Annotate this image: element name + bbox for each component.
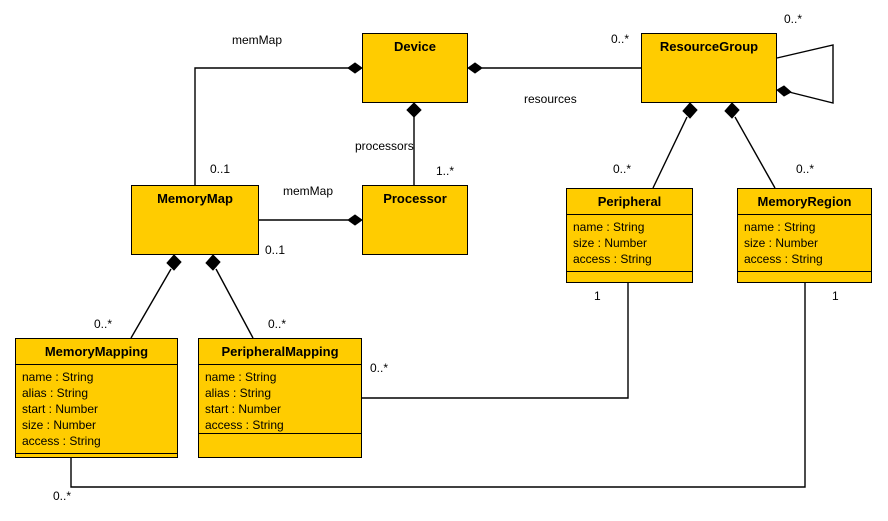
composition-diamond-icon xyxy=(682,102,698,119)
class-title-resourcegroup: ResourceGroup xyxy=(659,39,759,54)
class-box-peripheralmapping[interactable]: PeripheralMapping name : String alias : … xyxy=(198,338,362,458)
composition-diamond-icon xyxy=(205,254,221,271)
attribute-row: name : String xyxy=(573,220,645,234)
edge-label-memorymapping-map-mult: 0..* xyxy=(94,317,113,331)
class-attributes-memoryregion: name : String size : Number access : Str… xyxy=(738,215,871,272)
composition-diamond-icon xyxy=(406,102,422,118)
edge-device-processor xyxy=(406,102,422,185)
class-box-memorymap[interactable]: MemoryMap xyxy=(131,185,259,255)
edge-label-memmap-processor: memMap xyxy=(283,184,334,198)
class-box-memorymapping[interactable]: MemoryMapping name : String alias : Stri… xyxy=(15,338,178,458)
attribute-row: size : Number xyxy=(744,236,819,250)
class-title-memorymap: MemoryMap xyxy=(157,191,233,206)
class-operations-peripheral xyxy=(567,272,692,289)
attribute-row: access : String xyxy=(205,418,284,432)
attribute-row: access : String xyxy=(744,252,823,266)
edge-resourcegroup-self xyxy=(776,44,834,104)
edge-label-peripheral-mapping-mult: 1 xyxy=(594,289,601,303)
class-box-device[interactable]: Device xyxy=(362,33,468,103)
attribute-row: access : String xyxy=(573,252,652,266)
class-title-peripheralmapping: PeripheralMapping xyxy=(199,339,361,365)
attribute-row: access : String xyxy=(22,434,101,448)
edge-device-resourcegroup xyxy=(467,62,641,74)
attribute-row: start : Number xyxy=(205,402,282,416)
edge-label-memoryregion-mapping-mult: 1 xyxy=(832,289,839,303)
attribute-row: alias : String xyxy=(22,386,89,400)
composition-diamond-icon xyxy=(776,85,792,97)
edge-label-processors-mult: 1..* xyxy=(436,164,455,178)
composition-diamond-icon xyxy=(166,254,182,271)
edge-label-memmap-device: memMap xyxy=(232,33,283,47)
class-title-memorymapping: MemoryMapping xyxy=(16,339,177,365)
class-attributes-memorymapping: name : String alias : String start : Num… xyxy=(16,365,177,454)
edge-memorymap-peripheralmapping xyxy=(205,254,254,339)
edge-memorymap-processor xyxy=(259,214,363,226)
edge-label-resources-mult: 0..* xyxy=(611,32,630,46)
composition-diamond-icon xyxy=(347,214,363,226)
class-title-device: Device xyxy=(394,39,436,54)
edge-memorymap-memorymapping xyxy=(130,254,182,339)
class-operations-memoryregion xyxy=(738,272,871,289)
composition-diamond-icon xyxy=(347,62,363,74)
edge-device-memorymap xyxy=(194,62,363,185)
attribute-row: start : Number xyxy=(22,402,99,416)
class-operations-memorymapping xyxy=(16,454,177,472)
composition-diamond-icon xyxy=(467,62,483,74)
attribute-row: size : Number xyxy=(22,418,97,432)
class-attributes-peripheralmapping: name : String alias : String start : Num… xyxy=(199,365,361,434)
edge-label-memmap-processor-mult: 0..1 xyxy=(265,243,286,257)
edge-resourcegroup-memoryregion xyxy=(724,102,776,189)
edge-label-peripheral-group-mult: 0..* xyxy=(613,162,632,176)
attribute-row: alias : String xyxy=(205,386,272,400)
attribute-row: name : String xyxy=(22,370,94,384)
attribute-row: name : String xyxy=(744,220,816,234)
class-title-memoryregion: MemoryRegion xyxy=(738,189,871,215)
class-box-memoryregion[interactable]: MemoryRegion name : String size : Number… xyxy=(737,188,872,283)
composition-diamond-icon xyxy=(724,102,740,119)
edge-resourcegroup-peripheral xyxy=(652,102,698,189)
edge-label-resources-role: resources xyxy=(524,92,577,106)
class-title-peripheral: Peripheral xyxy=(567,189,692,215)
class-attributes-peripheral: name : String size : Number access : Str… xyxy=(567,215,692,272)
attribute-row: name : String xyxy=(205,370,277,384)
class-operations-peripheralmapping xyxy=(199,434,361,452)
edge-label-memoryregion-group-mult: 0..* xyxy=(796,162,815,176)
edge-label-processors-role: processors xyxy=(355,139,414,153)
attribute-row: size : Number xyxy=(573,236,648,250)
edge-label-peripheralmapping-map-mult: 0..* xyxy=(268,317,287,331)
class-box-peripheral[interactable]: Peripheral name : String size : Number a… xyxy=(566,188,693,283)
edge-memorymapping-memoryregion xyxy=(70,283,806,488)
edge-label-memmap-device-mult: 0..1 xyxy=(210,162,231,176)
edge-label-peripheralmapping-peripheral-mult: 0..* xyxy=(370,361,389,375)
class-box-resourcegroup[interactable]: ResourceGroup xyxy=(641,33,777,103)
edge-label-resourcegroup-self-mult: 0..* xyxy=(784,12,803,26)
edge-label-memorymapping-region-mult: 0..* xyxy=(53,489,72,503)
edge-peripheralmapping-peripheral xyxy=(362,283,629,399)
class-box-processor[interactable]: Processor xyxy=(362,185,468,255)
class-title-processor: Processor xyxy=(383,191,447,206)
